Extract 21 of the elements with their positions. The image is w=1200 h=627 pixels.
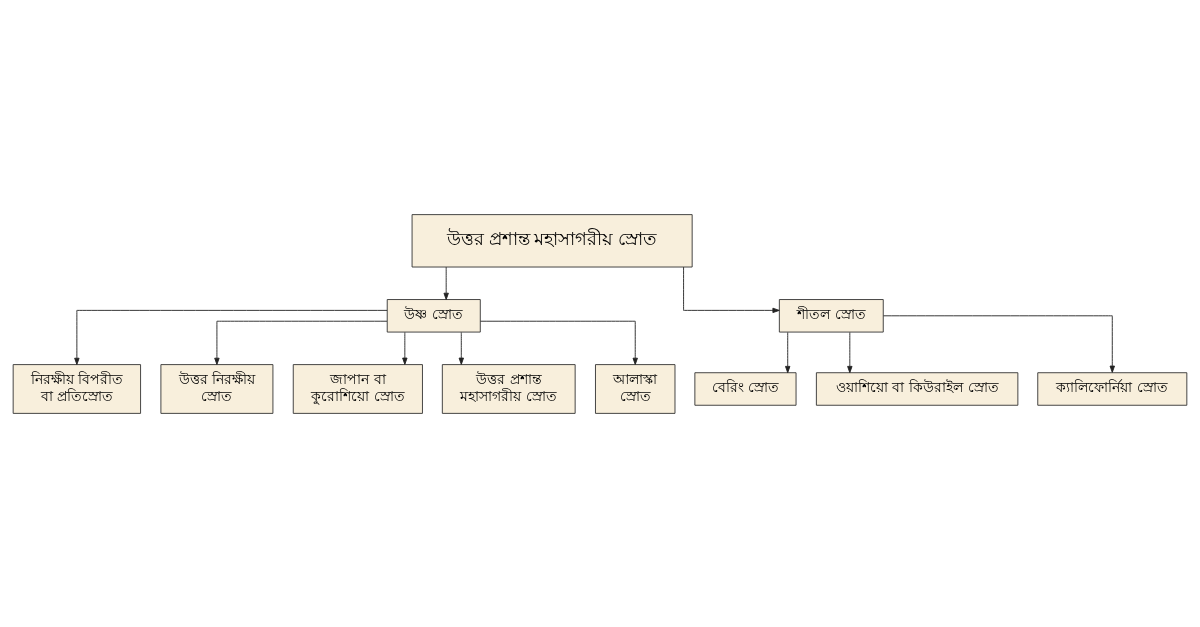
arrow xyxy=(480,320,638,365)
node-box: উত্তর প্রশান্ত মহাসাগরীয় স্রোত xyxy=(441,363,576,414)
node-box: ক্যালিফোর্নিয়া স্রোত xyxy=(1037,371,1188,406)
arrow xyxy=(74,309,388,365)
node-box: শীতল স্রোত xyxy=(778,298,884,332)
node-box: ওয়াশিয়ো বা কিউরাইল স্রোত xyxy=(815,371,1019,406)
arrow xyxy=(402,331,408,365)
arrow xyxy=(785,331,791,373)
arrow xyxy=(214,320,388,365)
node-box: উষ্ণ স্রোত xyxy=(386,298,481,332)
arrow xyxy=(458,331,464,365)
arrow xyxy=(847,331,853,373)
node-box: জাপান বা কুরোশিয়ো স্রোত xyxy=(292,363,423,414)
arrow xyxy=(883,314,1115,373)
node-box: উত্তর নিরক্ষীয় স্রোত xyxy=(160,363,274,414)
node-box: বেরিং স্রোত xyxy=(694,371,797,406)
node-box: আলাস্কা স্রোত xyxy=(595,363,676,414)
arrow xyxy=(443,266,449,300)
node-box: উত্তর প্রশান্ত মহাসাগরীয় স্রোত xyxy=(411,213,693,267)
arrow xyxy=(683,266,780,313)
node-box: নিরক্ষীয় বিপরীত বা প্রতিস্রোত xyxy=(12,363,141,414)
